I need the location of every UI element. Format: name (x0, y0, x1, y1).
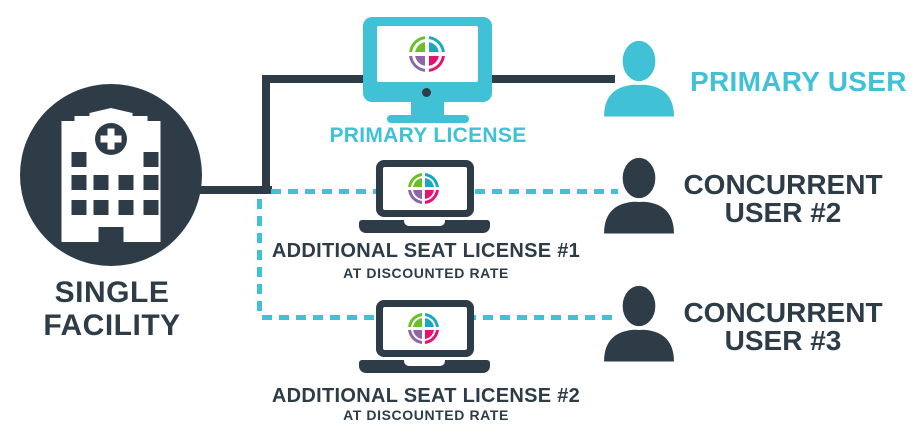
app-logo-icon (407, 172, 440, 205)
solid-connector-vertical (262, 75, 270, 194)
concurrent-user-3-line1: CONCURRENT (683, 297, 883, 328)
primary-user-label: PRIMARY USER (690, 66, 907, 97)
monitor-power-dot (422, 88, 431, 97)
concurrent-user-2-line2: USER #2 (724, 197, 842, 228)
hospital-building-icon (61, 108, 161, 242)
seat2-rate-note: AT DISCOUNTED RATE (343, 407, 509, 423)
laptop-base-notch (404, 220, 445, 226)
laptop-base (359, 360, 490, 373)
monitor-stand-neck (411, 102, 444, 116)
concurrent-user-3-line2: USER #3 (724, 325, 842, 356)
concurrent-user-3-icon (604, 282, 674, 362)
seat1-license-label: ADDITIONAL SEAT LICENSE #1 (271, 240, 581, 262)
solid-connector-facility (190, 186, 272, 194)
primary-user-icon (604, 37, 674, 117)
facility-label: SINGLE FACILITY (8, 276, 216, 342)
monitor-stand-base (387, 115, 469, 123)
facility-label-line2: FACILITY (43, 309, 181, 342)
laptop-icon-seat2 (359, 300, 490, 373)
laptop-icon-seat1 (359, 160, 490, 233)
seat1-rate-note: AT DISCOUNTED RATE (343, 265, 509, 281)
primary-license-label: PRIMARY LICENSE (329, 124, 527, 147)
concurrent-user-2-label: CONCURRENT USER #2 (678, 171, 888, 227)
facility-circle (20, 84, 202, 266)
dashed-connector-vertical (257, 199, 262, 318)
seat2-license-label: ADDITIONAL SEAT LICENSE #2 (271, 385, 581, 407)
app-logo-icon (407, 312, 440, 345)
concurrent-user-2-icon (604, 154, 674, 234)
concurrent-user-3-label: CONCURRENT USER #3 (678, 299, 888, 355)
facility-label-line1: SINGLE (54, 276, 170, 309)
desktop-monitor-icon (363, 17, 492, 123)
laptop-base-notch (404, 360, 445, 366)
app-logo-icon (408, 35, 446, 73)
laptop-base (359, 220, 490, 233)
concurrent-user-2-line1: CONCURRENT (683, 169, 883, 200)
